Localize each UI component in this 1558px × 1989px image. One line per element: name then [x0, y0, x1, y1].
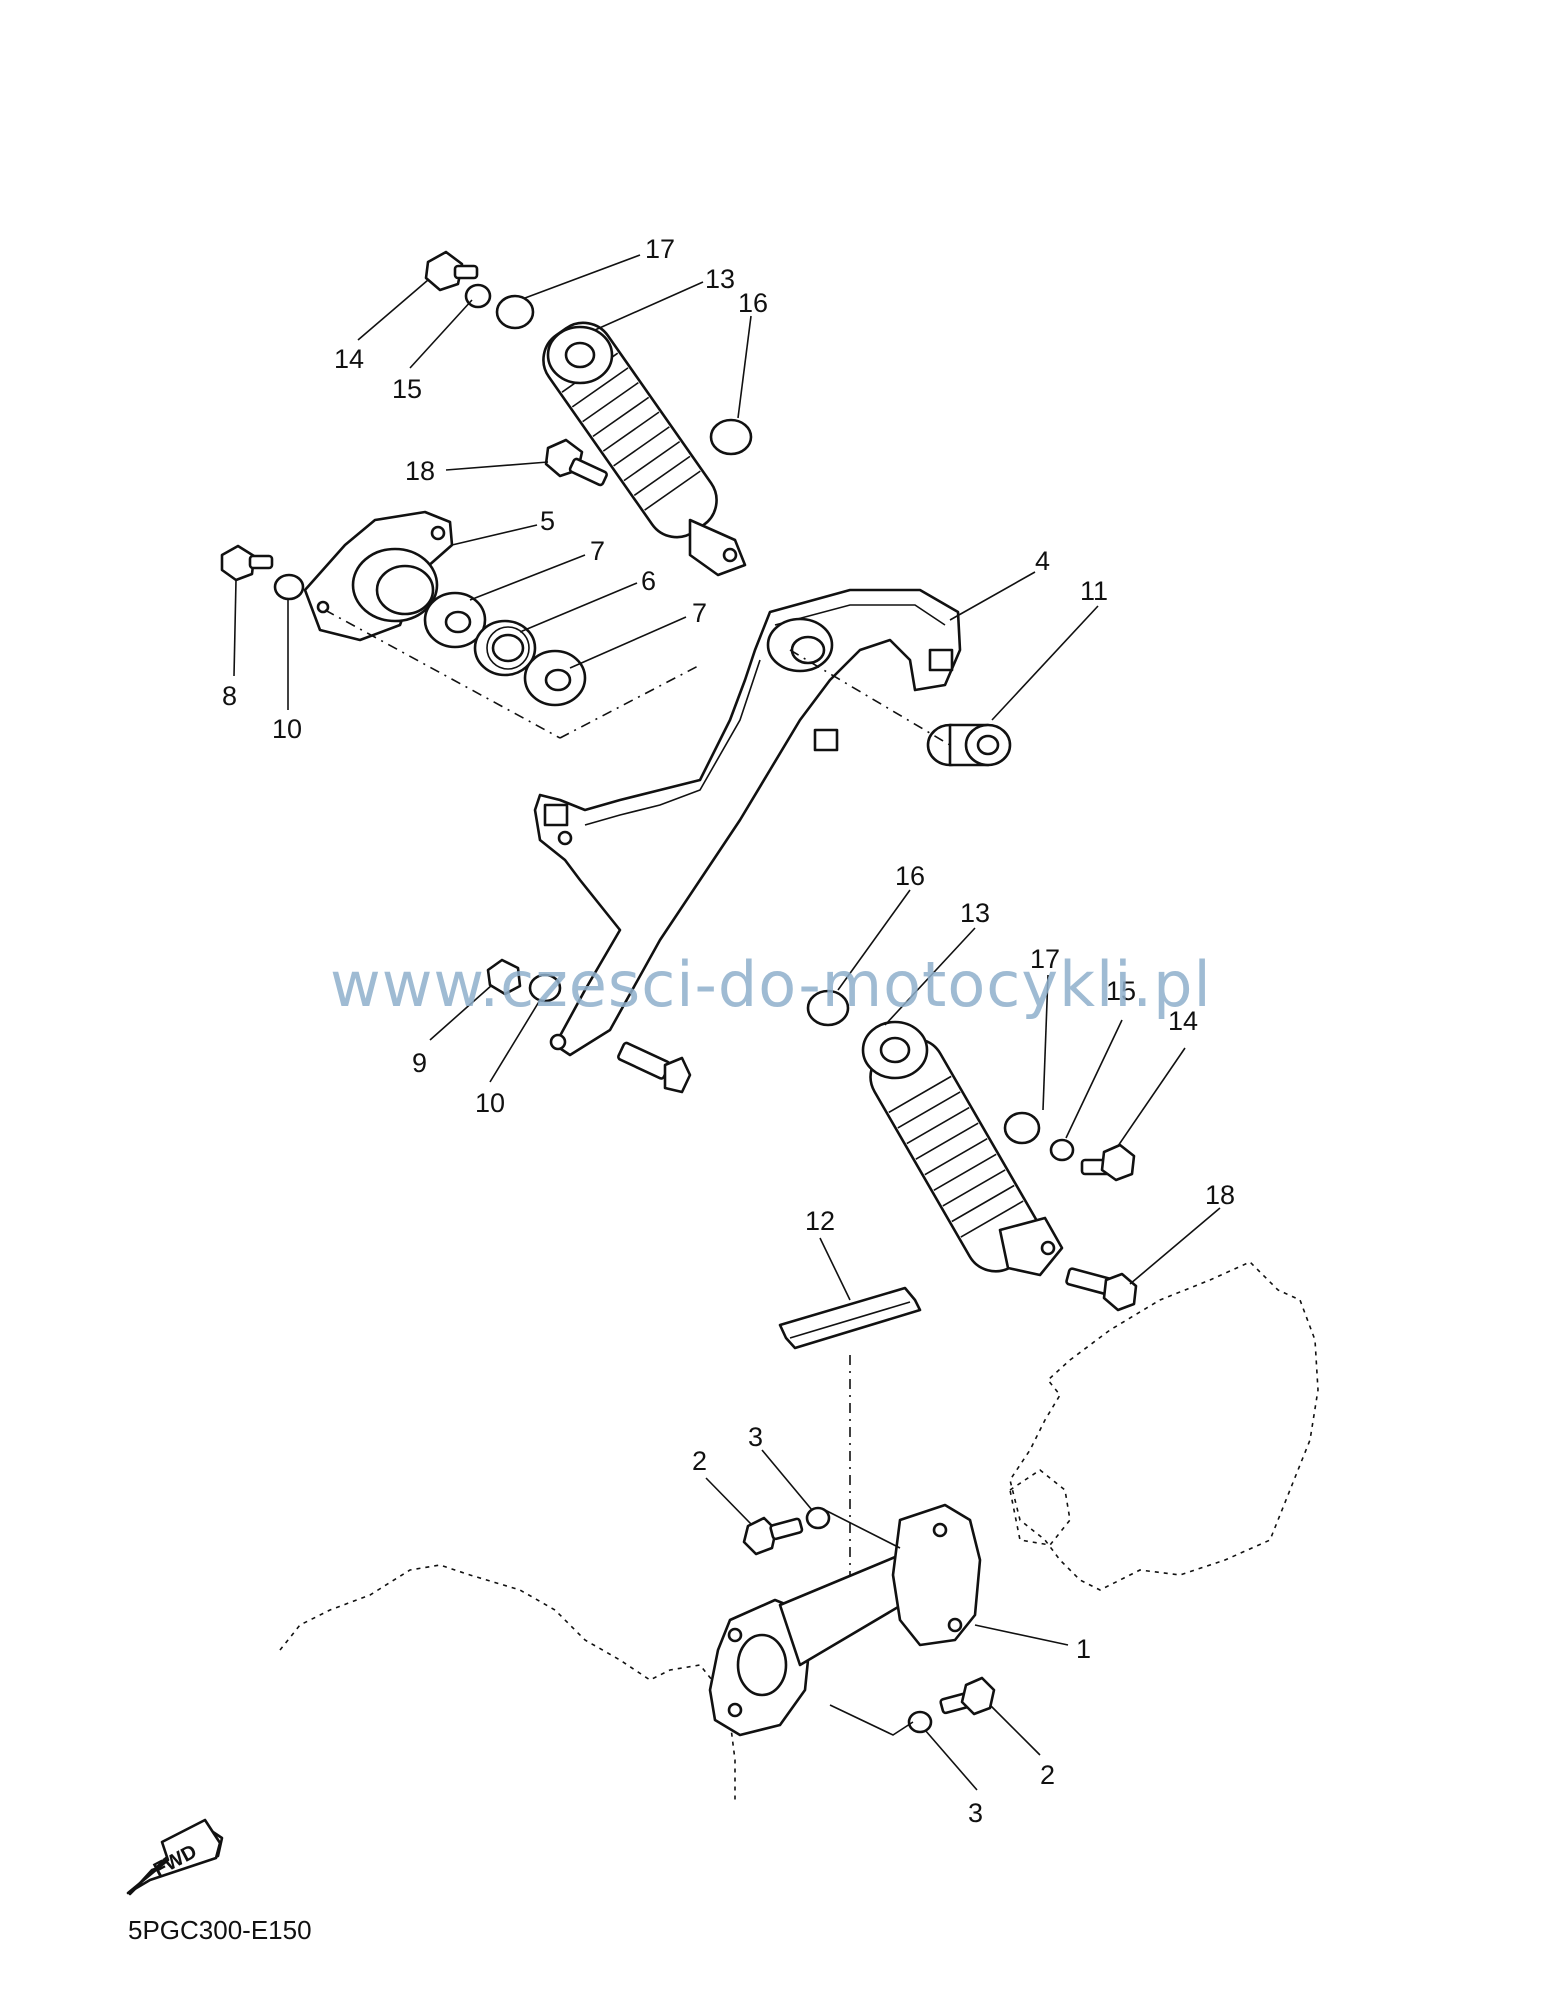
leader-lines	[233, 254, 1221, 1791]
callout-11: 11	[1080, 576, 1108, 606]
callout-13-lower: 13	[960, 898, 990, 928]
washer-16-lower	[806, 989, 850, 1027]
pivot-axis-line	[324, 609, 951, 746]
callout-18-upper: 18	[405, 456, 435, 486]
bolt-2-lower	[939, 1676, 996, 1716]
bolt-14-lower	[1080, 1143, 1136, 1182]
washer-3-lower	[907, 1710, 933, 1734]
bolt-arm-lower	[617, 1041, 692, 1094]
callout-17-upper: 17	[645, 234, 675, 264]
bolt-8	[220, 544, 274, 582]
nut-9	[486, 958, 522, 996]
bearing-7-second	[523, 649, 587, 707]
bolt-14-upper	[424, 250, 479, 292]
bolt-2-upper	[742, 1516, 804, 1556]
callout-2-lower: 2	[1040, 1760, 1055, 1790]
callout-7-first: 7	[590, 536, 605, 566]
washer-15-lower	[1049, 1138, 1075, 1162]
callout-5: 5	[540, 506, 555, 536]
washer-17-upper	[495, 294, 535, 330]
watermark-url: www.czesci-do-motocykli.pl	[330, 948, 1212, 1021]
callout-3-lower: 3	[968, 1798, 983, 1828]
rear-arm-4	[533, 588, 962, 1057]
callout-2-upper: 2	[692, 1446, 707, 1476]
frame-outline-left	[279, 1564, 736, 1800]
callout-18-lower: 18	[1205, 1180, 1235, 1210]
callout-9: 9	[412, 1048, 427, 1078]
callout-15-lower: 15	[1106, 976, 1136, 1006]
callout-12: 12	[805, 1206, 835, 1236]
bushing-11	[926, 723, 1012, 767]
callout-16-lower: 16	[895, 861, 925, 891]
washer-16-upper	[709, 418, 753, 456]
washer-10-lower	[528, 973, 562, 1003]
callout-3-upper: 3	[748, 1422, 763, 1452]
callout-10-upper: 10	[272, 714, 302, 744]
callout-16-upper: 16	[738, 288, 768, 318]
callout-8: 8	[222, 681, 237, 711]
callout-1: 1	[1076, 1634, 1091, 1664]
engine-bracket-1	[708, 1503, 982, 1737]
callout-17-lower: 17	[1030, 944, 1060, 974]
washer-17-lower	[1003, 1111, 1041, 1145]
callout-4: 4	[1035, 546, 1050, 576]
washer-3-upper	[805, 1506, 831, 1530]
diagram-code: 5PGC300-E150	[128, 1915, 312, 1945]
bolt-18-lower	[1065, 1267, 1138, 1312]
bearing-6	[473, 619, 537, 677]
shock-absorber-lower	[861, 1020, 1064, 1277]
callout-14-upper: 14	[334, 344, 364, 374]
washer-10-upper	[273, 573, 305, 601]
sleeve-12	[778, 1286, 922, 1350]
engine-outline-right	[1009, 1261, 1319, 1591]
fwd-arrow-icon: FWD	[126, 1818, 224, 1896]
callout-7-second: 7	[692, 598, 707, 628]
shock-absorber-upper	[542, 321, 747, 577]
engine-cover-ring	[1009, 1469, 1071, 1546]
callout-numbers: 17 13 16 14 15 18 5 7 6 7 4 11 8 10 16 1…	[222, 234, 1235, 1828]
washer-15-upper	[464, 283, 492, 309]
callout-15-upper: 15	[392, 374, 422, 404]
callout-6: 6	[641, 566, 656, 596]
callout-14-lower: 14	[1168, 1006, 1198, 1036]
bracket-5	[303, 510, 454, 642]
callout-13-upper: 13	[705, 264, 735, 294]
bearing-7-first	[423, 591, 487, 649]
callout-10-lower: 10	[475, 1088, 505, 1118]
bolt-18-upper	[544, 438, 608, 487]
